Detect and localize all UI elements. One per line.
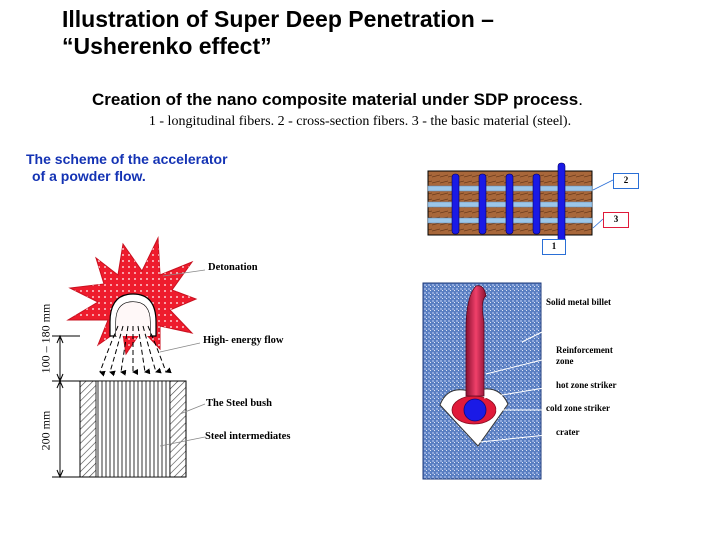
billet-diagram xyxy=(422,282,575,480)
title-line-2: “Usherenko effect” xyxy=(62,33,272,59)
billet-leaders xyxy=(479,315,575,443)
flow-arrows xyxy=(99,325,172,377)
label-solid-metal-billet: Solid metal billet xyxy=(546,297,611,307)
fiber-caption: 1 - longitudinal fibers. 2 - cross-secti… xyxy=(148,114,572,129)
label-steel-intermediates: Steel intermediates xyxy=(205,431,291,442)
steel-intermediates xyxy=(95,380,171,478)
dimension-lines xyxy=(52,334,80,479)
fiber-label-1: 1 xyxy=(542,239,566,255)
accelerator-leaders xyxy=(159,269,206,447)
slide-title: Illustration of Super Deep Penetration –… xyxy=(62,6,494,60)
hot-zone-striker xyxy=(463,398,487,422)
label-steel-bush: The Steel bush xyxy=(206,398,272,409)
scheme-line-1: The scheme of the accelerator xyxy=(26,151,228,167)
longitudinal-fibers xyxy=(451,162,566,246)
fiber-composite-diagram xyxy=(427,162,614,246)
subtitle: Creation of the nano composite material … xyxy=(92,90,583,110)
accelerator-scheme-heading: The scheme of the accelerator of a powde… xyxy=(26,151,228,185)
label-cold-zone-striker: cold zone striker xyxy=(546,403,610,413)
reinforcement-line-1: Reinforcement xyxy=(556,345,613,355)
reinforcement-line-2: zone xyxy=(556,356,574,366)
label-detonation: Detonation xyxy=(208,262,258,273)
fiber-label-3: 3 xyxy=(603,212,629,228)
subtitle-text: Creation of the nano composite material … xyxy=(92,90,579,109)
scheme-line-2: of a powder flow. xyxy=(32,168,146,184)
dimension-upper: 100 – 180 mm xyxy=(38,303,53,374)
label-hot-zone-striker: hot zone striker xyxy=(556,380,617,390)
dimension-lower: 200 mm xyxy=(38,410,53,451)
reinforcement-zone xyxy=(465,285,487,397)
accelerator-diagram xyxy=(52,236,206,479)
label-high-energy-flow: High- energy flow xyxy=(203,335,284,346)
label-reinforcement-zone: Reinforcement zone xyxy=(556,345,613,367)
label-crater: crater xyxy=(556,427,580,437)
subtitle-period: . xyxy=(578,90,583,109)
fiber-label-2: 2 xyxy=(613,173,639,189)
title-line-1: Illustration of Super Deep Penetration – xyxy=(62,6,494,32)
